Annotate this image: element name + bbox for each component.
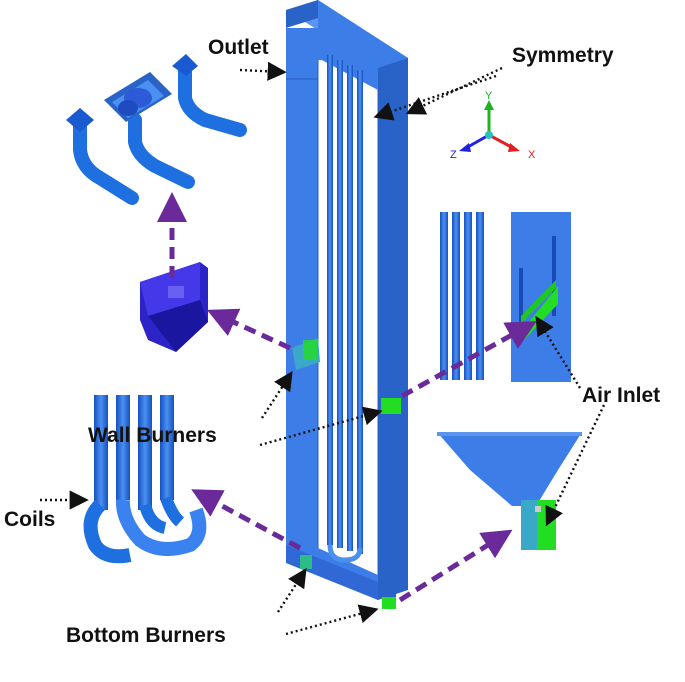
air-inlet-panel-upper [511,212,571,382]
outlet-arrow [239,61,287,81]
symmetry-arrow-1 [405,66,503,115]
wall-burner-arrow-2 [259,406,383,447]
frame-wall-burner-upper [292,338,320,370]
wall-burners-label: Wall Burners [88,424,217,447]
bottom-burners-label: Bottom Burners [66,624,226,647]
connector-wall-burner-to-panel [400,321,537,399]
connector-wall-burner-to-box [206,308,292,351]
bottom-burner-arrow-1 [276,567,307,613]
axis-x-label: X [528,149,536,161]
right-coils-detail [440,212,484,380]
air-inlet-arrow-2 [545,404,606,527]
label-leader-lines [40,61,606,636]
symmetry-label: Symmetry [512,44,614,67]
axis-triad: Y X Z [450,90,536,161]
bottom-burner-arrow-2 [285,604,379,636]
coils-label: Coils [4,508,56,531]
coils-detail [83,395,207,564]
wall-burner-arrow-1 [260,370,293,419]
detail-connectors [157,192,537,603]
axis-y-label: Y [485,90,493,102]
connector-bottom-burner [398,529,513,603]
burner-box [140,262,208,352]
axis-z-label: Z [450,149,457,161]
outlet-label: Outlet [208,36,269,59]
frame-wall-burner-lower [381,394,401,414]
symmetry-arrow-2 [373,74,497,121]
furnace-coils [327,55,363,563]
air-inlet-label: Air Inlet [582,384,661,407]
air-inlet-funnel [437,432,582,550]
air-inlet-arrow-1 [535,315,582,389]
burner-pipes-detail [66,54,247,205]
frame-bottom-burners [300,555,396,609]
connector-coils [191,489,302,551]
furnace-frame [286,0,408,600]
